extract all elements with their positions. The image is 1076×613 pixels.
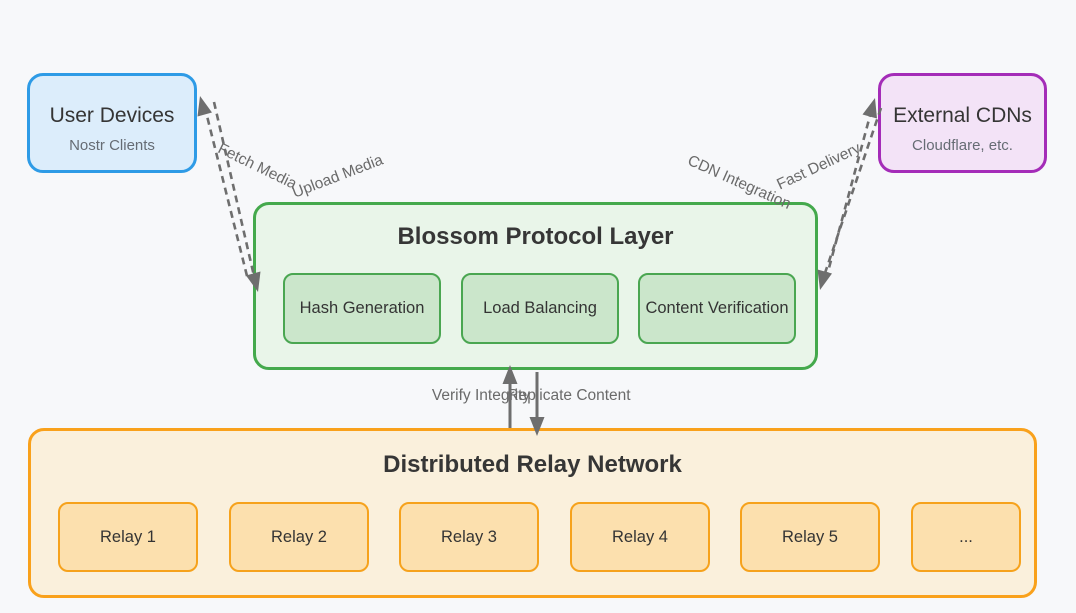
arrowhead-fast-delivery — [817, 269, 832, 290]
relay-box-3: Relay 3 — [399, 502, 539, 572]
edge-label-fast-delivery: Fast Delivery — [774, 139, 864, 194]
relay-box-2: Relay 2 — [229, 502, 369, 572]
edge-label-replicate-content: Replicate Content — [507, 387, 631, 404]
edge-label-upload-media: Upload Media — [290, 151, 386, 202]
node-blossom-protocol-layer: Blossom Protocol Layer Hash Generation L… — [253, 202, 818, 370]
arrowhead-cdn-integration — [862, 98, 877, 119]
node-user-devices: User Devices Nostr Clients — [27, 73, 197, 173]
user-devices-subtitle: Nostr Clients — [69, 136, 155, 154]
relay-box-ellipsis: ... — [911, 502, 1021, 572]
node-relay-network: Distributed Relay Network Relay 1 Relay … — [28, 428, 1037, 598]
edge-line-fetch-media — [204, 111, 249, 277]
feature-box-content-verification: Content Verification — [638, 273, 796, 344]
relay-box-5: Relay 5 — [740, 502, 880, 572]
user-devices-title: User Devices — [49, 104, 175, 128]
relay-box-1: Relay 1 — [58, 502, 198, 572]
edge-line-upload-media — [212, 101, 256, 277]
relay-box-4: Relay 4 — [570, 502, 710, 572]
arrowhead-fetch-media — [197, 96, 212, 117]
edge-line-cdn-integration — [824, 111, 873, 280]
relay-network-title: Distributed Relay Network — [383, 451, 682, 478]
external-cdns-subtitle: Cloudflare, etc. — [912, 136, 1013, 154]
feature-box-hash-generation: Hash Generation — [283, 273, 441, 344]
edge-label-verify-integrity: Verify Integrity — [431, 387, 531, 404]
blossom-title: Blossom Protocol Layer — [397, 223, 674, 250]
edge-label-fetch-media: Fetch Media — [215, 140, 300, 193]
node-external-cdns: External CDNs Cloudflare, etc. — [878, 73, 1047, 173]
external-cdns-title: External CDNs — [893, 104, 1032, 128]
edge-line-fast-delivery — [822, 107, 883, 277]
feature-box-load-balancing: Load Balancing — [461, 273, 619, 344]
